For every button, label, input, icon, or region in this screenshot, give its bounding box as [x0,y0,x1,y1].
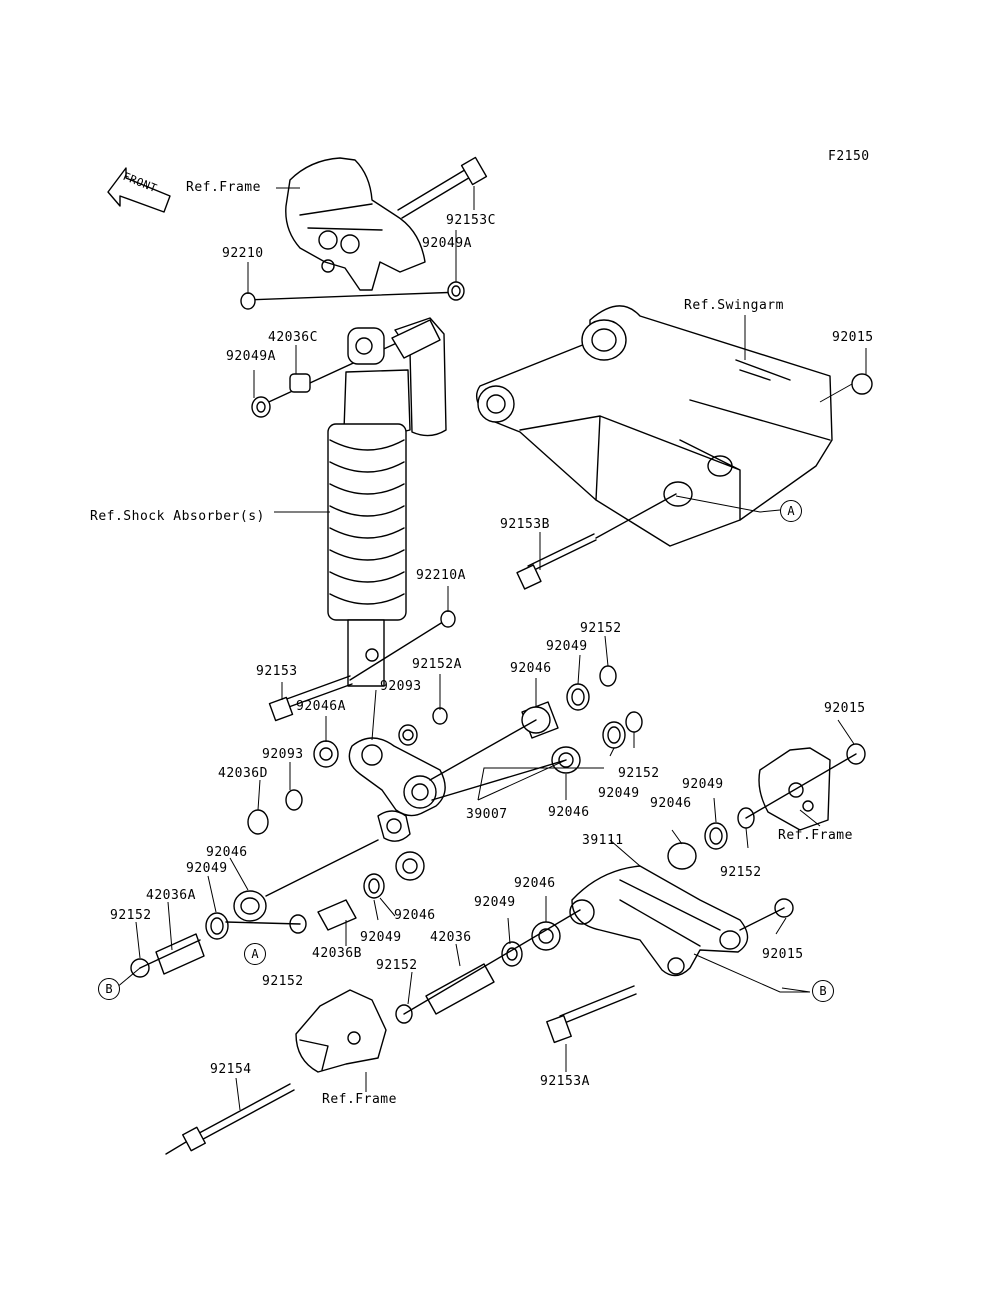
front-arrow-icon [107,167,171,213]
part-92153a: 92153A [540,1074,590,1089]
figure-code: F2150 [828,149,870,164]
part-92049a-left: 92049A [226,349,276,364]
part-39007: 39007 [466,807,508,822]
ref-frame-top: Ref.Frame [186,180,261,195]
marker-a-swingarm: A [780,500,802,522]
part-92049-c: 92049 [474,895,516,910]
part-92154: 92154 [210,1062,252,1077]
part-92152-b2: 92152 [262,974,304,989]
part-92152-mid: 92152 [618,766,660,781]
part-92152-l: 92152 [110,908,152,923]
part-92015-right: 92015 [824,701,866,716]
part-92049-b: 92049 [360,930,402,945]
part-42036d: 42036D [218,766,268,781]
part-92152-b1: 92152 [376,958,418,973]
part-92153b: 92153B [500,517,550,532]
part-92049-top: 92049 [546,639,588,654]
part-92210: 92210 [222,246,264,261]
part-92046-r: 92046 [650,796,692,811]
marker-b-right: B [812,980,834,1002]
part-92049-mid: 92049 [598,786,640,801]
part-92210a: 92210A [416,568,466,583]
marker-a-lower: A [244,943,266,965]
ref-frame-bottom: Ref.Frame [322,1092,397,1107]
part-92046a: 92046A [296,699,346,714]
frame-bracket-top [285,157,426,291]
part-92015-bot: 92015 [762,947,804,962]
part-92152-r: 92152 [720,865,762,880]
shock-absorber [327,317,447,687]
part-92049a-top: 92049A [422,236,472,251]
part-92153c: 92153C [446,213,496,228]
rocker-arm [348,737,446,842]
part-92093-a: 92093 [380,679,422,694]
part-92046-top: 92046 [510,661,552,676]
part-42036: 42036 [430,930,472,945]
part-42036c: 42036C [268,330,318,345]
part-92046-b: 92046 [394,908,436,923]
part-92152a: 92152A [412,657,462,672]
marker-b-left: B [98,978,120,1000]
frame-bracket-bottom [295,989,387,1073]
part-42036b: 42036B [312,946,362,961]
part-92015-top: 92015 [832,330,874,345]
link-39111 [569,865,749,977]
swingarm [476,305,833,547]
part-92152-top: 92152 [580,621,622,636]
ref-shock-absorber: Ref.Shock Absorber(s) [90,509,265,524]
part-39111: 39111 [582,833,624,848]
part-42036a: 42036A [146,888,196,903]
ref-frame-right: Ref.Frame [778,828,853,843]
part-92046-c: 92046 [514,876,556,891]
part-92049-r: 92049 [682,777,724,792]
part-92046-l: 92046 [206,845,248,860]
part-92046-mid: 92046 [548,805,590,820]
part-92153: 92153 [256,664,298,679]
part-92093-b: 92093 [262,747,304,762]
ref-swingarm: Ref.Swingarm [684,298,784,313]
part-92049-l: 92049 [186,861,228,876]
